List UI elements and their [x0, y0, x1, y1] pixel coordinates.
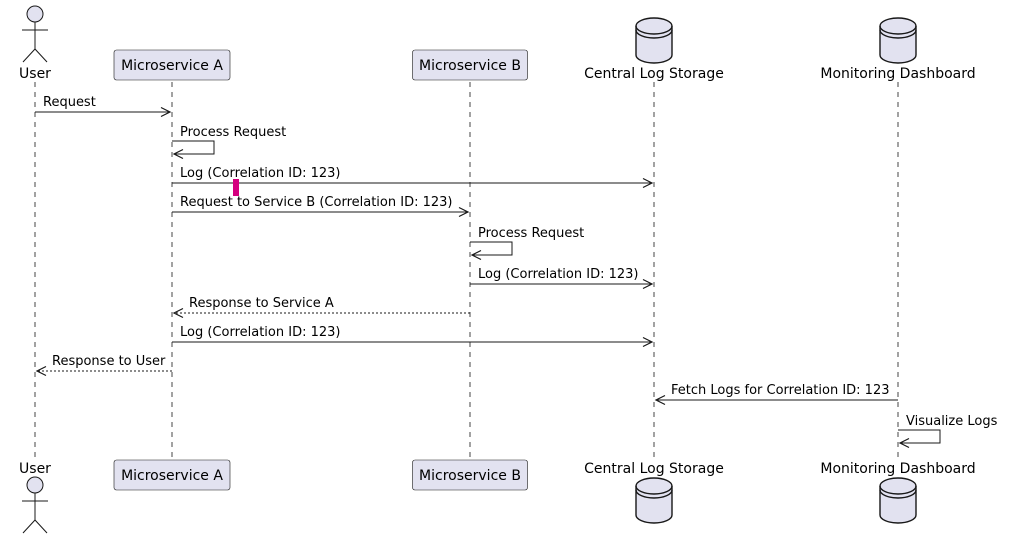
participant-label: User [19, 66, 51, 82]
actor-icon [22, 476, 48, 534]
message-label: Response to Service A [189, 296, 334, 311]
message-label: Log (Correlation ID: 123) [180, 325, 340, 340]
message-label: Request [43, 95, 96, 110]
participant-label: Microservice A [121, 58, 223, 74]
message-label: Visualize Logs [906, 414, 998, 429]
database-icon [879, 477, 917, 524]
message-line [898, 429, 941, 444]
database-icon [635, 477, 673, 524]
participant-label: Microservice B [419, 468, 521, 484]
participant-label: Microservice A [121, 468, 223, 484]
actor-icon [22, 5, 48, 63]
arrow-head [654, 394, 666, 406]
highlight-marker [233, 179, 239, 196]
message-4: Request to Service B (Correlation ID: 12… [172, 195, 470, 218]
arrow-head [642, 278, 654, 290]
participant-label: Microservice B [419, 58, 521, 74]
participant-user-top: User [19, 5, 51, 82]
participant-box [113, 49, 231, 81]
participant-msb-top: Microservice B [412, 49, 528, 81]
participant-msa-top: Microservice A [113, 49, 231, 81]
message-label: Request to Service B (Correlation ID: 12… [180, 195, 452, 210]
message-6: Log (Correlation ID: 123) [470, 267, 654, 290]
message-1: Request [35, 95, 172, 118]
participant-dash-bottom: Monitoring Dashboard [820, 461, 976, 524]
participant-label: Central Log Storage [584, 66, 724, 82]
participant-msa-bottom: Microservice A [113, 459, 231, 491]
message-line [470, 241, 513, 256]
message-10: Fetch Logs for Correlation ID: 123 [654, 383, 898, 406]
message-label: Process Request [478, 226, 584, 241]
participant-label: Central Log Storage [584, 461, 724, 477]
message-2: Process Request [172, 125, 286, 160]
participant-label: Monitoring Dashboard [820, 66, 975, 82]
message-label: Log (Correlation ID: 123) [180, 166, 340, 181]
database-icon [635, 17, 673, 64]
participant-box [113, 459, 231, 491]
participant-msb-bottom: Microservice B [412, 459, 528, 491]
database-icon [879, 17, 917, 64]
message-5: Process Request [470, 226, 584, 261]
message-line [172, 140, 215, 155]
participant-user-bottom: User [19, 461, 51, 534]
message-label: Fetch Logs for Correlation ID: 123 [671, 383, 890, 398]
participant-box [412, 49, 528, 81]
participant-box [412, 459, 528, 491]
message-label: Response to User [52, 354, 166, 369]
arrow-head [642, 177, 654, 189]
participant-label: User [19, 461, 51, 477]
arrow-head [172, 307, 184, 319]
arrow-head [172, 148, 184, 160]
message-9: Response to User [35, 354, 172, 377]
arrow-head [160, 106, 172, 118]
participant-cls-top: Central Log Storage [584, 17, 724, 82]
message-11: Visualize Logs [898, 414, 998, 449]
participant-cls-bottom: Central Log Storage [584, 461, 724, 524]
message-label: Process Request [180, 125, 286, 140]
message-8: Log (Correlation ID: 123) [172, 325, 654, 348]
arrow-head [458, 206, 470, 218]
arrow-head [35, 365, 47, 377]
message-7: Response to Service A [172, 296, 470, 319]
message-label: Log (Correlation ID: 123) [478, 267, 638, 282]
message-3: Log (Correlation ID: 123) [172, 166, 654, 189]
participant-dash-top: Monitoring Dashboard [820, 17, 976, 82]
arrow-head [642, 336, 654, 348]
arrow-head [470, 249, 482, 261]
participant-label: Monitoring Dashboard [820, 461, 975, 477]
arrow-head [898, 437, 910, 449]
